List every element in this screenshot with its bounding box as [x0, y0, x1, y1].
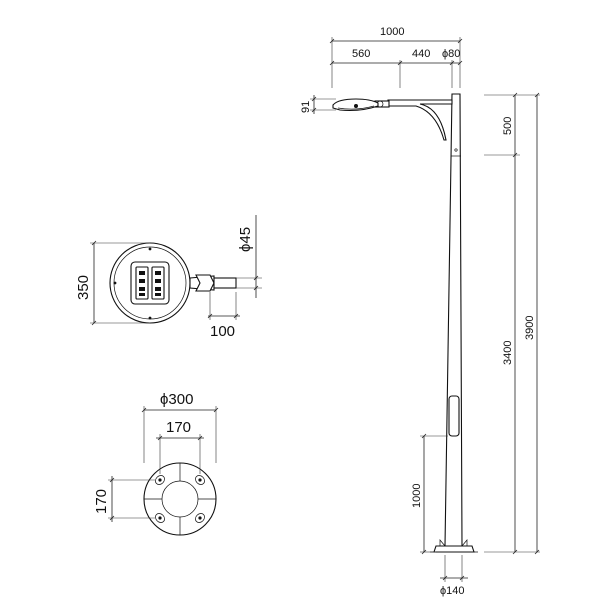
dim-h-3900: 3900	[524, 316, 536, 340]
luminaire-head-glass-dot	[354, 104, 358, 108]
dim-h-500: 500	[502, 117, 514, 135]
pole-base-gusset-right	[461, 539, 468, 547]
luminaire-dimensions: 350 ϕ45 100	[75, 215, 262, 340]
dim-top-560: 560	[352, 48, 370, 60]
luminaire-led-chips	[139, 271, 161, 296]
flange-bolt-top-left	[155, 475, 165, 485]
dim-lum-350: 350	[75, 275, 92, 300]
dim-h-1000: 1000	[411, 484, 423, 508]
dim-base-d140: ϕ140	[440, 585, 465, 597]
pole-shaft	[444, 93, 463, 547]
top-dimensions: 1000 560 440 ϕ80	[329, 26, 463, 88]
luminaire-screw-bottom	[148, 316, 152, 320]
luminaire-clamp	[195, 274, 215, 292]
dim-arm-91: 91	[300, 101, 312, 113]
door-height-dimension: 1000	[411, 433, 448, 555]
base-flange-plan	[143, 462, 217, 536]
luminaire-plan-view	[109, 242, 237, 324]
pole-base-plate	[433, 545, 475, 553]
luminaire-spigot	[213, 277, 237, 289]
dim-flange-d300: ϕ300	[160, 391, 193, 408]
dim-top-d80: ϕ80	[442, 48, 460, 60]
dim-lum-d45: ϕ45	[237, 227, 254, 252]
pole-arm	[387, 99, 453, 141]
right-vertical-dimensions: 500 3400 3900	[484, 92, 540, 555]
dim-flange-170-h: 170	[166, 419, 191, 436]
pole-base-gusset-left	[439, 539, 446, 547]
dim-flange-170-v: 170	[93, 489, 110, 514]
luminaire-head-lens	[337, 105, 375, 110]
pole-access-door	[448, 395, 460, 437]
dim-h-3400: 3400	[502, 341, 514, 365]
dim-top-1000: 1000	[380, 26, 404, 38]
pole-upper-bolt	[454, 148, 458, 152]
base-diameter-dimension: ϕ140	[440, 555, 468, 597]
dim-lum-100: 100	[210, 323, 235, 340]
flange-bolt-bottom-left	[155, 513, 165, 523]
arm-height-dimension: 91	[300, 95, 336, 114]
flange-bolt-top-right	[195, 475, 205, 485]
dim-top-440: 440	[412, 48, 430, 60]
flange-dimensions: ϕ300 170 170	[93, 391, 219, 522]
pole-elevation	[332, 93, 478, 553]
luminaire-screw-top	[148, 247, 152, 251]
luminaire-screw-left	[113, 281, 117, 285]
flange-bolt-bottom-right	[195, 513, 205, 523]
